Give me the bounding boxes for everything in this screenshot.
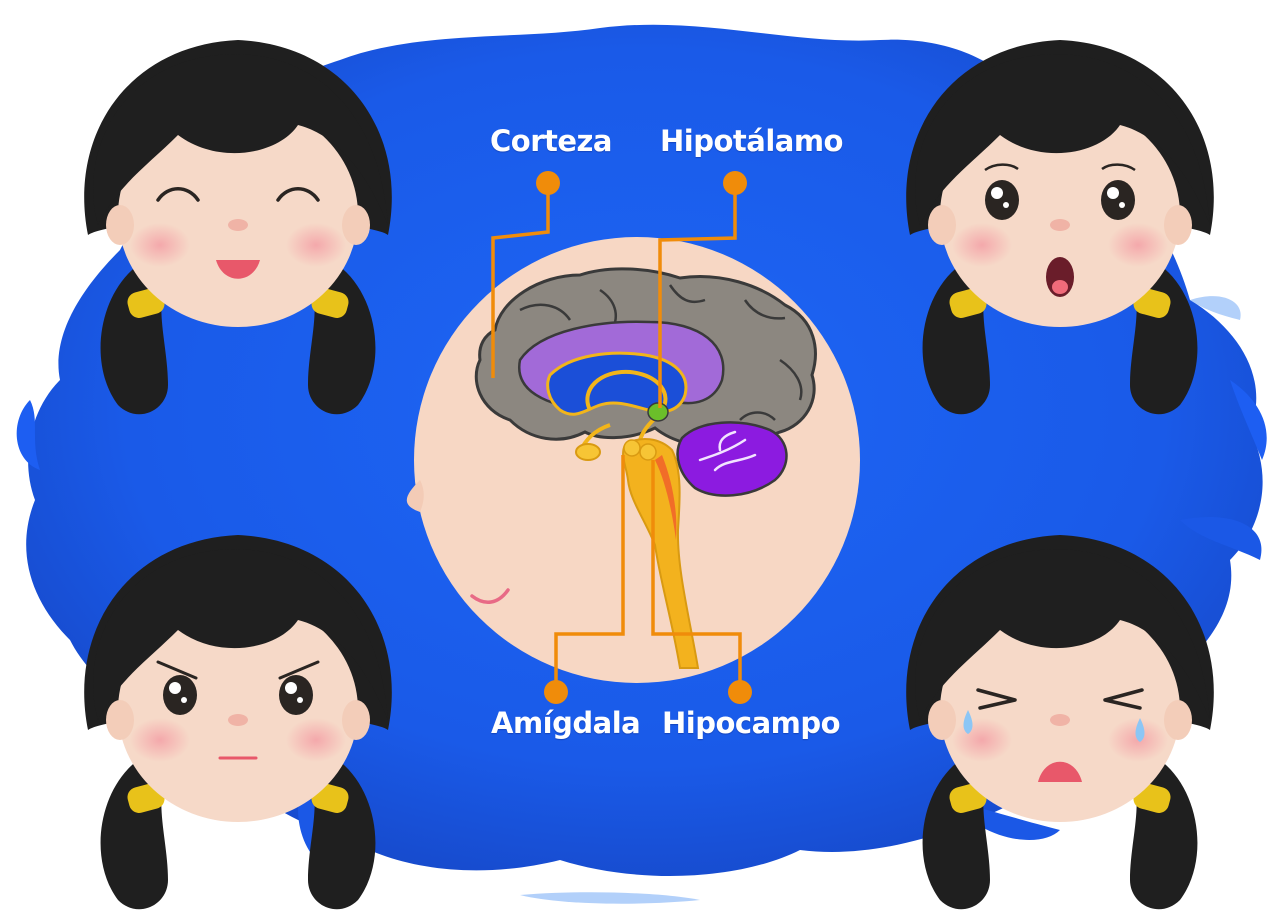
amygdala-dot	[544, 680, 568, 704]
amygdala-structure	[576, 444, 600, 460]
hypothalamus-dot	[723, 171, 747, 195]
hypothalamus-structure	[648, 403, 668, 421]
label-hippocampus: Hipocampo	[662, 706, 840, 740]
face-sad	[906, 535, 1214, 909]
label-amygdala: Amígdala	[491, 706, 640, 740]
label-hypothalamus: Hipotálamo	[660, 124, 843, 158]
cortex-dot	[536, 171, 560, 195]
hippocampus-dot	[728, 680, 752, 704]
face-angry	[84, 535, 392, 909]
label-cortex: Corteza	[490, 124, 612, 158]
